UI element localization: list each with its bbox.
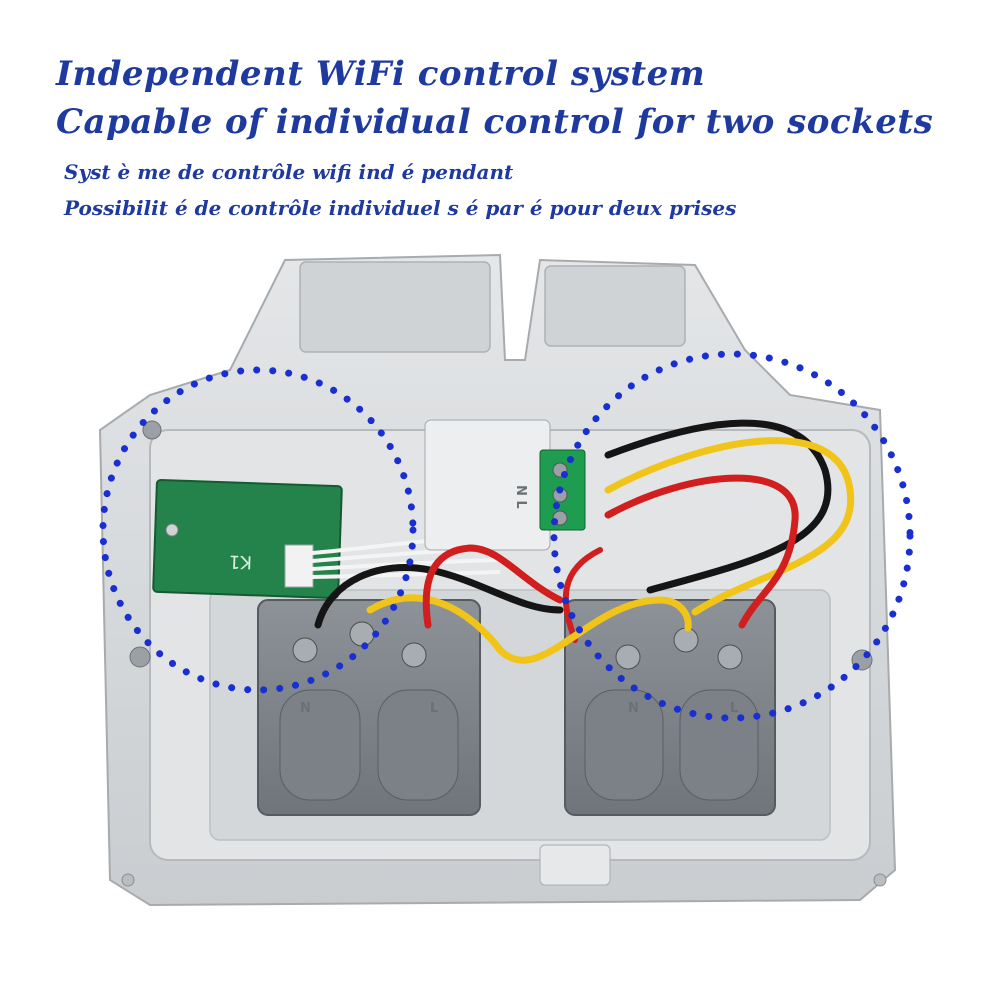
socket-right-live: L (730, 701, 738, 716)
highlight-circle-wifi-module (99, 366, 417, 694)
socket-right-neutral: N (628, 701, 639, 716)
highlight-circle-wiring (550, 350, 914, 722)
wire-red-loop (562, 547, 603, 643)
wire-black-right (604, 419, 832, 594)
pcb-connector (284, 544, 314, 588)
terminal-label: N L (513, 485, 528, 509)
french-line-1: Syst è me de contrôle wifi ind é pendant (64, 160, 514, 184)
headline-line-2: Capable of individual control for two so… (56, 102, 934, 142)
socket-left: N L (257, 599, 481, 816)
socket-right: N L (564, 599, 776, 816)
socket-left-neutral: N (300, 701, 311, 716)
socket-left-live: L (430, 701, 438, 716)
bottom-clip (539, 844, 611, 886)
wire-red-right (604, 474, 799, 629)
pcb-label: K1 (228, 551, 252, 573)
wifi-pcb-board (152, 478, 343, 600)
wire-yellow-right (604, 437, 855, 616)
wire-yellow-left (366, 594, 692, 664)
wires (314, 419, 855, 664)
relay-module (424, 419, 551, 551)
headline-line-1: Independent WiFi control system (56, 54, 706, 94)
french-line-2: Possibilit é de contrôle individuel s é … (64, 196, 737, 220)
housing-tab-left (299, 261, 491, 353)
wire-red-left (422, 544, 564, 629)
housing-tab-right (544, 265, 686, 347)
